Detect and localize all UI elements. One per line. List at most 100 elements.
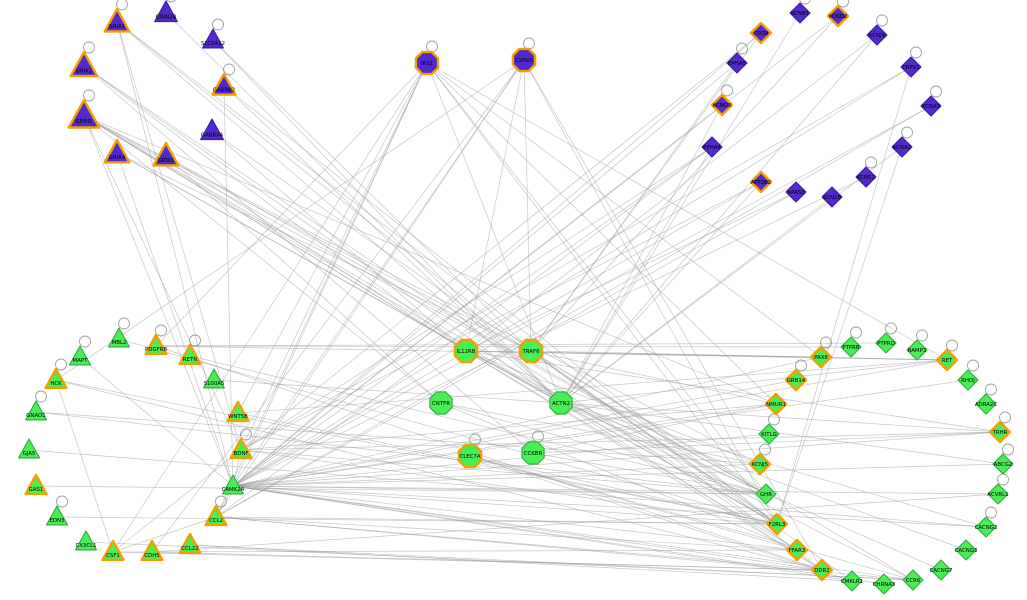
node-CNTFR[interactable]	[429, 391, 453, 415]
node-CSF1[interactable]	[101, 539, 125, 562]
edge-layer	[28, 12, 1004, 585]
node-KCNA2[interactable]	[891, 136, 913, 158]
node-GABRA4[interactable]	[200, 118, 224, 141]
edge-TRAF6-NMUR1	[530, 350, 777, 405]
self-loop-icon	[212, 18, 224, 31]
node-NMUR1[interactable]	[764, 392, 788, 416]
edge-GAS1-GHR	[35, 485, 767, 495]
node-RET[interactable]	[935, 348, 959, 372]
node-DDR2[interactable]	[810, 558, 834, 582]
node-GRIA4[interactable]	[103, 138, 131, 164]
node-PTPRB[interactable]	[840, 336, 862, 358]
node-F2RL3[interactable]	[765, 512, 789, 536]
node-KCNJ5[interactable]	[748, 452, 772, 476]
node-GJA5[interactable]	[18, 438, 41, 459]
node-FFAR3[interactable]	[785, 538, 809, 562]
node-KCNJ9[interactable]	[866, 24, 888, 46]
node-CDH5[interactable]	[140, 539, 164, 562]
node-IRS1[interactable]	[414, 50, 440, 76]
node-KCND2[interactable]	[826, 4, 850, 28]
node-GRIA1[interactable]	[103, 7, 131, 33]
node-GRB14[interactable]	[784, 368, 808, 392]
node-EPHA5[interactable]	[726, 52, 748, 74]
node-PDGFRB[interactable]	[144, 333, 168, 356]
edge-IRS1-GHR	[426, 62, 767, 495]
node-NPAS3[interactable]	[785, 181, 807, 203]
node-GRIN1[interactable]	[67, 98, 101, 129]
node-GRIN2B[interactable]	[154, 0, 178, 23]
node-ABCG2[interactable]	[992, 453, 1014, 475]
node-ACVRL1[interactable]	[987, 483, 1009, 505]
node-EPHA4[interactable]	[701, 136, 723, 158]
node-KITLG[interactable]	[758, 423, 780, 445]
self-loop-icon	[118, 317, 130, 330]
self-loop-icon	[837, 0, 849, 8]
edge-GRIA4-CAMK2A	[116, 152, 234, 487]
node-RHOJ[interactable]	[957, 369, 979, 391]
node-CCL2[interactable]	[204, 504, 228, 527]
edge-GRIA4-TRAF6	[116, 152, 532, 352]
node-ATP2B2[interactable]	[749, 170, 773, 194]
node-KCNS2[interactable]	[855, 166, 877, 188]
node-HCK[interactable]	[44, 367, 68, 390]
node-CCL22[interactable]	[178, 532, 202, 555]
node-TRHR[interactable]	[988, 420, 1012, 444]
node-CLEC7A[interactable]	[457, 443, 483, 469]
node-CHRNA3[interactable]	[873, 573, 895, 595]
self-loop-icon	[876, 14, 888, 27]
node-BDNF[interactable]	[229, 437, 253, 460]
node-GABRB2[interactable]	[211, 72, 237, 96]
node-RETN[interactable]	[178, 343, 202, 366]
node-CCKBR[interactable]	[521, 441, 545, 465]
node-ADRA2C[interactable]	[975, 393, 997, 415]
node-S100A5[interactable]	[203, 368, 225, 389]
edge-RETN-GHR	[189, 355, 767, 495]
self-loop-icon	[223, 63, 235, 76]
node-SCN2B[interactable]	[821, 186, 843, 208]
node-ACTN2[interactable]	[549, 391, 573, 415]
node-CACNG7[interactable]	[930, 559, 952, 581]
node-TRAF6[interactable]	[518, 338, 544, 364]
node-PTPRO[interactable]	[875, 332, 897, 354]
node-CACNG3[interactable]	[955, 539, 977, 561]
self-loop-icon	[55, 358, 67, 371]
node-TRPV1[interactable]	[900, 56, 922, 78]
node-MAPT[interactable]	[68, 345, 92, 366]
edge-CCL2-FFAR3	[215, 516, 798, 551]
edge-ACTN2-DDR2	[560, 402, 823, 571]
node-MBL2[interactable]	[107, 327, 130, 348]
edge-ACTN2-TRHR	[560, 402, 1001, 433]
edge-GRIN1-CAMK2A	[83, 115, 234, 487]
edge-GRIN2B-ACTN2	[165, 12, 562, 404]
node-GHR[interactable]	[755, 483, 777, 505]
edge-NPAS3-IL12RB	[465, 191, 797, 352]
edge-GJA5-CACNG2	[28, 449, 987, 528]
node-KCNA3[interactable]	[920, 95, 942, 117]
node-GRIK1[interactable]	[152, 141, 180, 167]
node-IL12RB[interactable]	[453, 338, 479, 364]
node-GNAO1[interactable]	[25, 400, 48, 421]
node-EDN3[interactable]	[45, 505, 69, 526]
node-WNT5B[interactable]	[226, 400, 250, 423]
self-loop-icon	[985, 506, 997, 519]
node-CAMK2A[interactable]	[222, 474, 244, 495]
node-KCNB1[interactable]	[789, 2, 811, 24]
node-GRIK2[interactable]	[69, 50, 99, 78]
node-PAX8[interactable]	[809, 345, 833, 369]
edge-ACTN2-F2RL3	[560, 402, 778, 525]
node-GAS1[interactable]	[24, 473, 48, 496]
edge-CAMK2A-ABCG2	[232, 463, 1004, 487]
node-CD38[interactable]	[749, 21, 773, 45]
node-CSPG5[interactable]	[511, 47, 537, 73]
node-CACNG2[interactable]	[975, 516, 997, 538]
node-CX3CL1[interactable]	[74, 530, 98, 551]
edge-CAMK2A-KITLG	[232, 433, 770, 487]
node-KCNQ3[interactable]	[710, 93, 734, 117]
node-CCR6[interactable]	[902, 569, 924, 591]
edge-CX3CL1-CCR6	[85, 541, 914, 581]
node-CMKLR1[interactable]	[841, 570, 863, 592]
node-RAMP3[interactable]	[906, 339, 928, 361]
node-SLC6A12[interactable]	[202, 28, 224, 49]
